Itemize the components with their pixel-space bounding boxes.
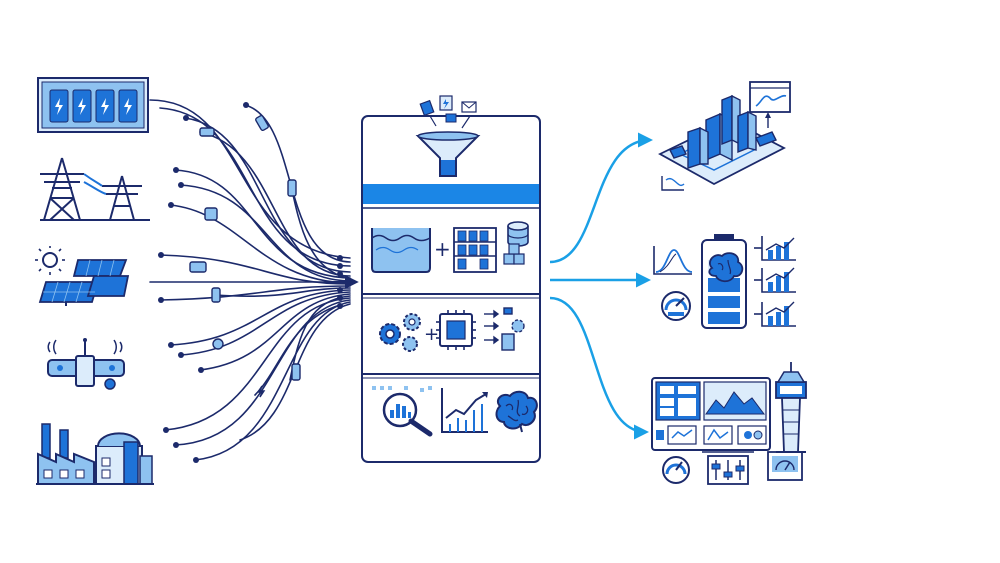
gears-icon: + [379,313,439,352]
svg-text:+: + [424,324,439,345]
wire-terminals [158,102,343,463]
line-chart-icon [441,388,488,433]
transmission-tower-icon [40,157,150,221]
pipeline-highlight-band [363,184,539,204]
data-pipeline-panel [361,115,541,463]
dashboard-window-icon [749,81,791,113]
svg-text:+: + [434,237,451,261]
database-icon [503,221,529,265]
wire-components [189,114,301,398]
brain-icon [495,390,538,433]
mixer-sliders-icon [702,451,754,485]
output-arrows [549,132,653,440]
battery-brain-icon [701,234,747,329]
smart-city-icon [658,94,786,191]
gauge-icon [661,291,691,321]
bar-trend-charts-icon [754,236,796,327]
control-gauge-icon [662,456,690,484]
magnifier-chart-icon [372,386,433,437]
battery-container-icon [37,77,149,133]
control-tower-icon [775,362,807,453]
iot-sensor-icon [47,338,125,390]
processor-icon [436,310,476,350]
data-wires [149,99,351,461]
data-lake-icon: + [371,228,451,273]
transform-arrows-icon [484,307,525,351]
factory-icon [36,423,154,485]
solar-panel-icon [35,246,130,306]
control-room-icon [651,377,771,451]
bell-curve-chart-icon [653,246,693,275]
storage-rack-icon [453,227,497,273]
monitor-gauge-icon [767,451,803,481]
funnel-icon [415,95,481,177]
